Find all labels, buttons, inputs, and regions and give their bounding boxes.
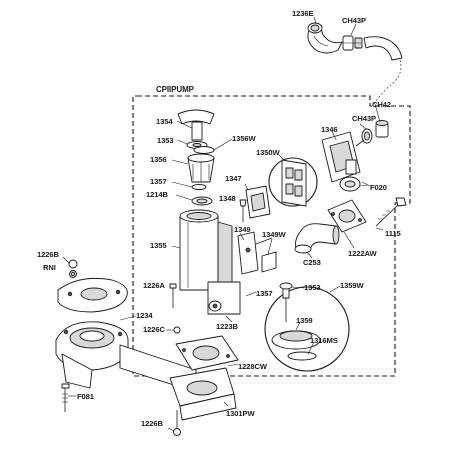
callout-1347: 1347 bbox=[225, 174, 242, 183]
part-CH43P-clamp-mid bbox=[361, 128, 373, 144]
part-1346-valve-body bbox=[321, 131, 365, 192]
callout-1226A: 1226A bbox=[143, 281, 165, 290]
callout-1214B: 1214B bbox=[146, 190, 168, 199]
part-RNI-washer-nut bbox=[68, 259, 78, 278]
part-1347-plate bbox=[245, 185, 271, 219]
callout-C253: C253 bbox=[303, 258, 321, 267]
callout-1353-top: 1353 bbox=[157, 136, 174, 145]
part-1222AW-flange bbox=[327, 199, 367, 233]
callout-1236E: 1236E bbox=[292, 9, 314, 18]
part-1228CW-gasket bbox=[175, 335, 239, 371]
callout-1222AW: 1222AW bbox=[348, 249, 377, 258]
callout-CH42: CH42 bbox=[372, 100, 392, 109]
callout-1350W: 1350W bbox=[256, 148, 280, 157]
callout-1349W: 1349W bbox=[262, 230, 286, 239]
part-1354-handle bbox=[177, 109, 215, 141]
callout-F020: F020 bbox=[370, 183, 387, 192]
part-1214B-ring bbox=[191, 196, 213, 206]
part-C253-elbow bbox=[294, 223, 340, 254]
callout-1356W: 1356W bbox=[232, 134, 256, 143]
callout-1356: 1356 bbox=[150, 155, 167, 164]
part-1115-bolt bbox=[375, 197, 407, 227]
callout-1354: 1354 bbox=[156, 117, 173, 126]
callout-1316MS: 1316MS bbox=[310, 336, 338, 345]
callout-1357-top: 1357 bbox=[150, 177, 167, 186]
part-F081-bolt bbox=[61, 383, 70, 412]
part-1350W-gasket-detail bbox=[268, 157, 318, 207]
part-1226B-washer-bottom bbox=[173, 428, 181, 436]
callout-1226B-top: 1226B bbox=[37, 250, 59, 259]
callout-1226B-bot: 1226B bbox=[141, 419, 163, 428]
callout-1226C: 1226C bbox=[143, 325, 165, 334]
part-1356W-seal bbox=[193, 146, 215, 154]
callout-CH43P-mid: CH43P bbox=[352, 114, 376, 123]
callout-1234: 1234 bbox=[136, 311, 153, 320]
callout-1223B: 1223B bbox=[216, 322, 238, 331]
callout-1359W: 1359W bbox=[340, 281, 364, 290]
callout-1349: 1349 bbox=[234, 225, 251, 234]
callout-1353-bot: 1353 bbox=[304, 283, 321, 292]
part-1359W-valve-detail bbox=[264, 282, 350, 372]
part-1226A-bolt bbox=[169, 283, 177, 308]
part-1356-bushing bbox=[187, 153, 215, 183]
callout-1228CW: 1228CW bbox=[238, 362, 267, 371]
part-1348-screw bbox=[239, 199, 247, 222]
callout-F081: F081 bbox=[77, 392, 94, 401]
callout-1346: 1346 bbox=[321, 125, 338, 134]
part-1355-cylinder bbox=[179, 209, 241, 315]
part-1301PW-bracket bbox=[169, 367, 237, 421]
callout-1115: 1115 bbox=[385, 229, 401, 238]
part-1349-bracket bbox=[237, 231, 277, 275]
part-1236E-elbow bbox=[307, 22, 343, 54]
callout-1301PW: 1301PW bbox=[226, 409, 255, 418]
part-1234-flange-gasket bbox=[57, 277, 128, 313]
part-1357-oring-top bbox=[191, 184, 207, 190]
callout-RNI: RNI bbox=[43, 263, 56, 272]
part-hose bbox=[363, 36, 403, 61]
assembly-label: CPIIPUMP bbox=[156, 85, 194, 94]
callout-CH43P-top: CH43P bbox=[342, 16, 366, 25]
callout-1357-bot: 1357 bbox=[256, 289, 273, 298]
hose-route bbox=[373, 59, 402, 105]
callout-1359: 1359 bbox=[296, 316, 313, 325]
callout-1355: 1355 bbox=[150, 241, 167, 250]
part-CH42-fitting bbox=[375, 120, 389, 138]
part-1226C-washer bbox=[173, 326, 181, 334]
callout-1348: 1348 bbox=[219, 194, 236, 203]
part-CH43P-clamp-top bbox=[342, 35, 363, 51]
